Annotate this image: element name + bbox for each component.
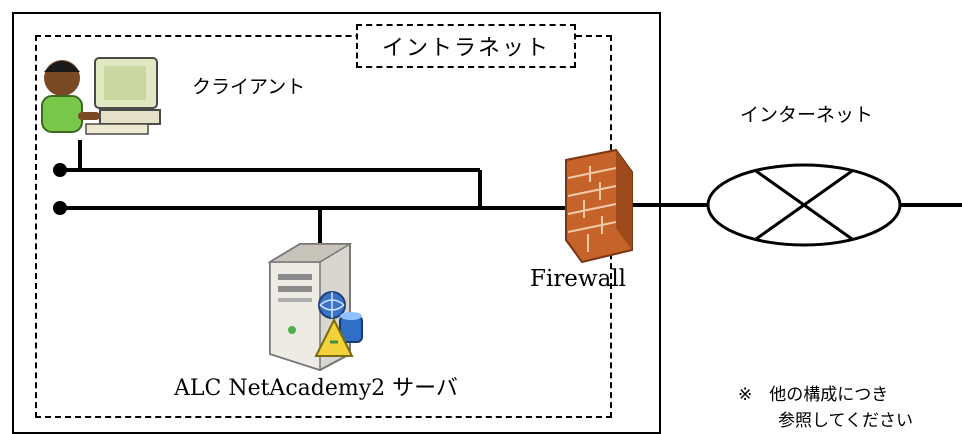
intranet-label: イントラネット <box>356 24 576 68</box>
server-icon <box>267 243 363 372</box>
server-label: ALC NetAcademy2 サーバ <box>174 376 458 401</box>
internet-cloud-icon <box>706 163 902 247</box>
note-line-1: ※ 他の構成につき <box>738 385 889 405</box>
bus-endpoint-bottom <box>53 201 67 215</box>
client-computer-icon <box>41 57 161 135</box>
network-connections <box>60 140 962 245</box>
firewall-icon <box>565 148 633 264</box>
internet-label: インターネット <box>740 104 874 126</box>
firewall-label: Firewall <box>530 266 627 292</box>
client-label: クライアント <box>192 76 306 98</box>
note-line-2: 参照してください <box>778 411 913 431</box>
bus-endpoint-top <box>53 163 67 177</box>
